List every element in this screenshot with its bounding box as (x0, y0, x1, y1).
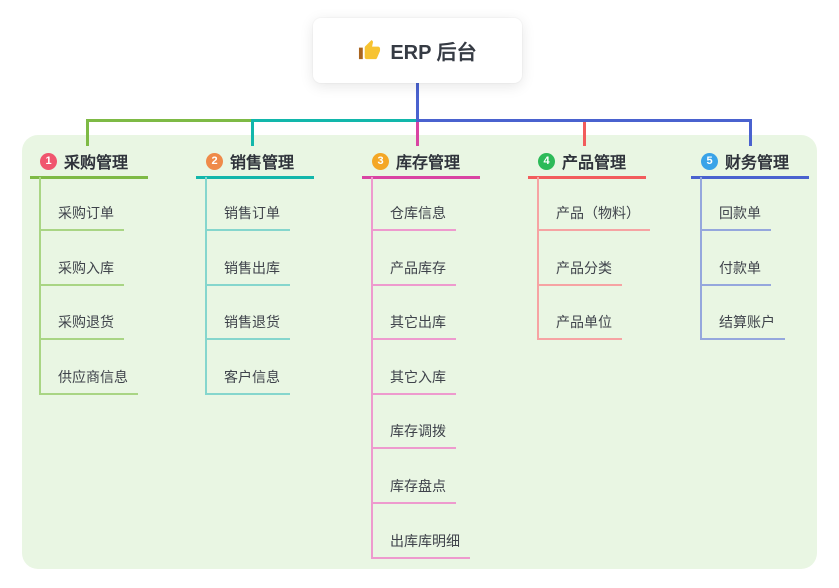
child-node-label: 结算账户 (719, 314, 775, 331)
child-node[interactable]: 采购入库 (41, 231, 124, 286)
branch-label: 产品管理 (562, 155, 627, 172)
branch-drop-line (416, 121, 419, 146)
child-node[interactable]: 销售退货 (207, 286, 290, 341)
branch-node-2[interactable]: 2 销售管理 (196, 146, 314, 179)
branch-children-group: 采购订单采购入库采购退货供应商信息 (39, 176, 138, 395)
branch-label: 库存管理 (396, 155, 461, 172)
child-node[interactable]: 其它出库 (373, 286, 456, 341)
branch-children-group: 产品（物料） 产品分类产品单位 (537, 176, 650, 341)
child-node-label: 采购入库 (58, 259, 114, 276)
child-node[interactable]: 产品分类 (539, 231, 622, 286)
child-node-label: 客户信息 (224, 368, 280, 385)
branch-node-1[interactable]: 1 采购管理 (30, 146, 148, 179)
child-node-label: 采购订单 (58, 205, 114, 222)
branch-drop-line (749, 121, 752, 146)
child-node[interactable]: 采购退货 (41, 286, 124, 341)
child-node[interactable]: 产品（物料） (539, 177, 650, 232)
child-node[interactable]: 销售订单 (207, 177, 290, 232)
child-node[interactable]: 回款单 (702, 177, 771, 232)
child-node[interactable]: 库存调拨 (373, 395, 456, 450)
bus-segment-line (86, 119, 253, 122)
child-node-label: 其它出库 (390, 314, 446, 331)
branch-drop-line (251, 121, 254, 146)
branch-node-4[interactable]: 4 产品管理 (528, 146, 646, 179)
child-node-label: 产品单位 (556, 314, 612, 331)
branch-children-group: 仓库信息产品库存其它出库其它入库库存调拨库存盘点出库库明细 (371, 176, 470, 559)
child-node-label: 仓库信息 (390, 205, 446, 222)
bus-segment-line (251, 119, 419, 122)
child-node-label: 供应商信息 (58, 368, 128, 385)
child-node-label: 库存调拨 (390, 423, 446, 440)
branch-number-badge: 3 (372, 152, 389, 170)
branch-label: 销售管理 (230, 155, 295, 172)
branch-drop-line (86, 121, 89, 146)
child-node-label: 销售订单 (224, 205, 280, 222)
branch-children-group: 回款单付款单结算账户 (700, 176, 785, 341)
child-node[interactable]: 其它入库 (373, 340, 456, 395)
child-node[interactable]: 销售出库 (207, 231, 290, 286)
child-node[interactable]: 采购订单 (41, 177, 124, 232)
root-node-label: ERP 后台 (390, 42, 477, 64)
bus-segment-line (416, 119, 752, 122)
child-node-label: 产品库存 (390, 259, 446, 276)
branch-number-badge: 2 (206, 152, 223, 170)
child-node-label: 产品分类 (556, 259, 612, 276)
child-node-label: 销售出库 (224, 259, 280, 276)
child-node[interactable]: 产品单位 (539, 286, 622, 341)
branch-number-badge: 4 (538, 152, 555, 170)
branch-number-badge: 1 (40, 152, 57, 170)
child-node-label: 付款单 (719, 259, 761, 276)
branch-label: 财务管理 (725, 155, 790, 172)
branches-background-panel (22, 135, 817, 569)
child-node-label: 产品（物料） (556, 205, 640, 222)
branch-children-group: 销售订单销售出库销售退货客户信息 (205, 176, 290, 395)
child-node[interactable]: 客户信息 (207, 340, 290, 395)
child-node[interactable]: 库存盘点 (373, 449, 456, 505)
root-stem-line (416, 83, 419, 121)
child-node[interactable]: 付款单 (702, 231, 771, 286)
child-node[interactable]: 出库库明细 (373, 504, 470, 559)
child-node[interactable]: 结算账户 (702, 286, 785, 341)
child-node[interactable]: 产品库存 (373, 231, 456, 286)
child-node[interactable]: 供应商信息 (41, 340, 138, 395)
root-node[interactable]: ERP 后台 (313, 18, 522, 83)
child-node-label: 出库库明细 (390, 532, 460, 549)
branch-node-3[interactable]: 3 库存管理 (362, 146, 480, 179)
child-node-label: 采购退货 (58, 314, 114, 331)
child-node-label: 销售退货 (224, 314, 280, 331)
branch-number-badge: 5 (701, 152, 718, 170)
thumbs-up-icon (358, 39, 381, 62)
branch-drop-line (583, 121, 586, 146)
branch-node-5[interactable]: 5 财务管理 (691, 146, 809, 179)
branch-label: 采购管理 (64, 155, 129, 172)
child-node-label: 回款单 (719, 205, 761, 222)
child-node-label: 其它入库 (390, 368, 446, 385)
child-node[interactable]: 仓库信息 (373, 177, 456, 232)
child-node-label: 库存盘点 (390, 478, 446, 495)
